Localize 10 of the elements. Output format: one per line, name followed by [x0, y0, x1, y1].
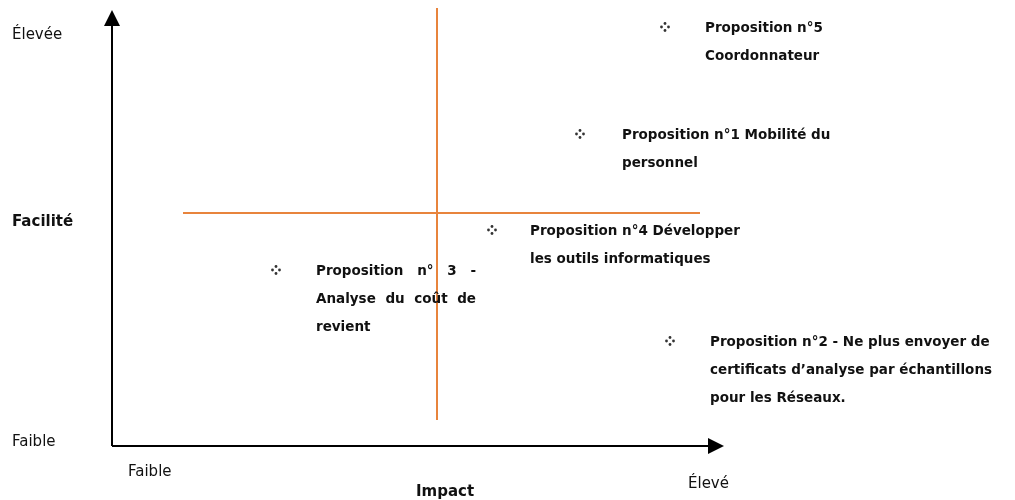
axis-title: Impact	[416, 482, 475, 500]
proposition-label: Proposition n°1 Mobilité du personnel	[622, 125, 832, 172]
axis-tick-label: Faible	[128, 462, 172, 480]
axis-tick-label: Élevée	[12, 25, 63, 43]
proposition-label: Proposition n°4 Développer les outils informatiques	[530, 221, 740, 268]
axis-title: Facilité	[12, 212, 74, 230]
axis-tick-label: Faible	[12, 432, 56, 450]
proposition-label: Proposition n°5 Coordonnateur	[705, 18, 824, 65]
proposition-label: Proposition n°2 - Ne plus envoyer de certificats d’analyse par échantillons pour les Réseaux.	[710, 332, 994, 407]
axis-tick-label: Élevé	[688, 474, 729, 492]
